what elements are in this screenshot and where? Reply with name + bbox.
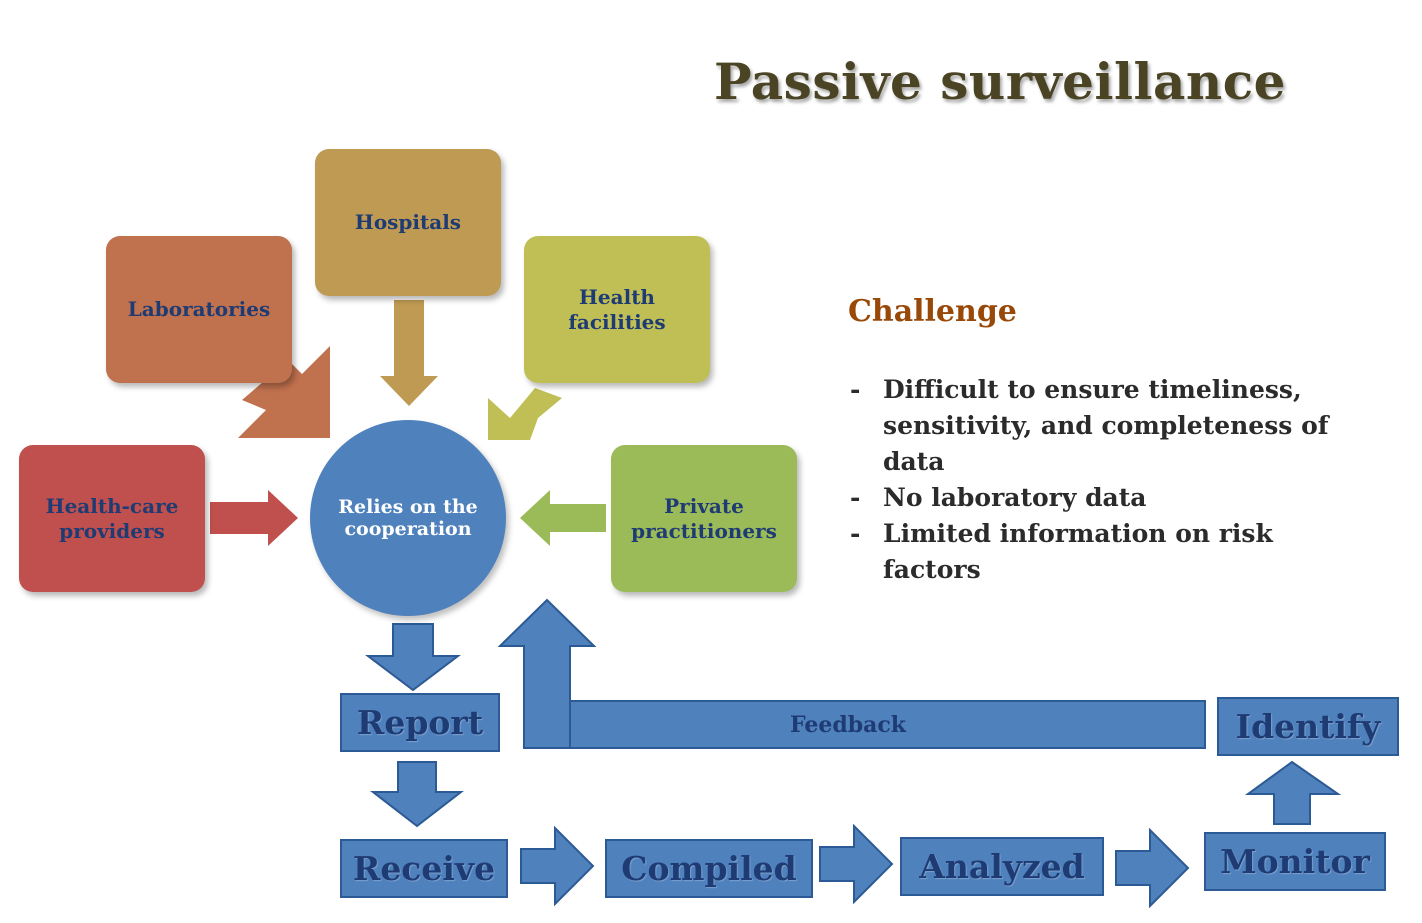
step-label: Analyzed — [919, 847, 1085, 886]
bullet-dash: - — [850, 375, 861, 404]
challenge-item-text: Difficult to ensure timeliness, sensitiv… — [883, 375, 1329, 476]
step-compiled: Compiled — [605, 839, 813, 898]
arrow-hospitals — [380, 300, 438, 406]
source-health-care-providers: Health-care providers — [19, 445, 205, 592]
step-label: Report — [356, 703, 484, 742]
challenge-list: - Difficult to ensure timeliness, sensit… — [848, 372, 1368, 588]
bullet-dash: - — [850, 483, 861, 512]
step-label: Compiled — [621, 849, 797, 888]
arrow-compiled-analyzed — [819, 823, 894, 905]
step-label: Monitor — [1220, 842, 1370, 881]
challenge-item: - Difficult to ensure timeliness, sensit… — [848, 372, 1368, 480]
challenge-item-text: No laboratory data — [883, 483, 1147, 512]
feedback-bar — [544, 700, 1206, 749]
source-label: Health facilities — [568, 284, 666, 334]
arrow-monitor-identify — [1244, 760, 1342, 825]
step-label: Identify — [1235, 707, 1381, 746]
step-receive: Receive — [340, 839, 508, 898]
page-title: Passive surveillance — [714, 52, 1286, 111]
arrow-health-facilities — [488, 388, 562, 440]
source-private-practitioners: Private practitioners — [611, 445, 797, 592]
arrow-laboratories — [238, 346, 330, 438]
feedback-up-arrow — [497, 598, 597, 749]
source-label: Health-care providers — [45, 493, 179, 543]
bullet-dash: - — [850, 519, 861, 548]
arrow-receive-compiled — [520, 825, 595, 907]
challenge-heading: Challenge — [848, 294, 1017, 329]
arrow-to-report — [365, 623, 461, 692]
challenge-item-text: Limited information on risk factors — [883, 519, 1273, 584]
center-cooperation-circle: Relies on the cooperation — [310, 420, 506, 616]
step-label: Receive — [352, 849, 496, 888]
center-label: Relies on the cooperation — [338, 496, 478, 540]
source-hospitals: Hospitals — [315, 149, 501, 296]
source-laboratories: Laboratories — [106, 236, 292, 383]
challenge-item: - Limited information on risk factors — [848, 516, 1368, 588]
source-label: Private practitioners — [631, 493, 777, 543]
challenge-item: - No laboratory data — [848, 480, 1368, 516]
step-analyzed: Analyzed — [900, 837, 1104, 896]
arrow-private-practitioners — [520, 490, 606, 546]
arrow-health-care-providers — [210, 490, 298, 546]
source-label: Hospitals — [354, 210, 462, 234]
feedback-label: Feedback — [789, 712, 907, 738]
source-label: Laboratories — [127, 297, 271, 321]
arrow-to-receive — [370, 761, 464, 828]
step-monitor: Monitor — [1204, 832, 1386, 891]
source-health-facilities: Health facilities — [524, 236, 710, 383]
step-report: Report — [340, 693, 500, 752]
step-identify: Identify — [1217, 697, 1399, 756]
arrow-analyzed-monitor — [1115, 827, 1190, 909]
